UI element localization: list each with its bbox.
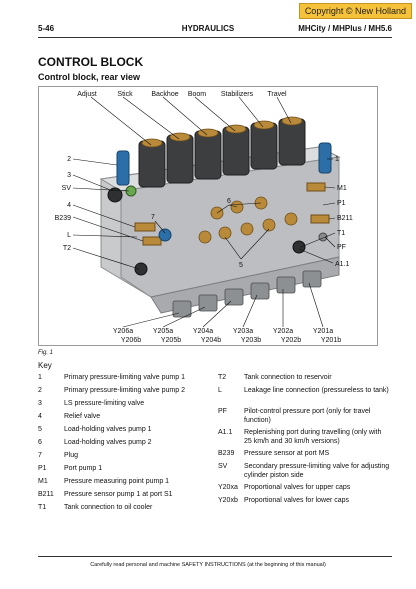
label-pf: PF xyxy=(337,244,346,251)
figure-caption: Fig. 1 xyxy=(38,350,54,356)
label-backhoe: Backhoe xyxy=(151,91,178,98)
label-y202a: Y202a xyxy=(273,328,293,335)
label-4: 4 xyxy=(67,202,71,209)
section-title: HYDRAULICS xyxy=(181,24,235,33)
control-block-illustration: Adjust Stick Backhoe Boom Stabilizers Tr… xyxy=(55,91,353,344)
label-stick: Stick xyxy=(117,91,133,98)
figure-subtitle: Control block, rear view xyxy=(38,72,141,82)
label-3: 3 xyxy=(67,172,71,179)
copyright-badge: Copyright © New Holland xyxy=(298,3,412,19)
right-labels: 1 M1 P1 B211 T1 PF A1.1 xyxy=(335,156,353,268)
label-adjust: Adjust xyxy=(77,91,97,98)
label-t2: T2 xyxy=(63,245,71,252)
model-names: MHCity / MHPlus / MH5.6 xyxy=(298,24,392,33)
label-6: 6 xyxy=(227,198,231,205)
left-labels: 2 3 SV 4 B239 L T2 xyxy=(55,156,72,252)
label-travel: Travel xyxy=(267,91,287,98)
label-boom: Boom xyxy=(188,91,206,98)
footer-safety-note: Carefully read personal and machine SAFE… xyxy=(90,562,326,568)
label-y203a: Y203a xyxy=(233,328,253,335)
label-m1: M1 xyxy=(337,185,347,192)
header-rule xyxy=(38,37,392,38)
label-t1: T1 xyxy=(337,230,345,237)
label-p1: P1 xyxy=(337,200,346,207)
label-5: 5 xyxy=(239,262,243,269)
key-heading: Key xyxy=(38,361,52,370)
label-y202b: Y202b xyxy=(281,337,301,344)
label-y205a: Y205a xyxy=(153,328,173,335)
control-block-figure: Adjust Stick Backhoe Boom Stabilizers Tr… xyxy=(38,86,378,346)
bottom-labels: Y206a Y205a Y204a Y203a Y202a Y201a Y206… xyxy=(113,328,341,344)
label-b211: B211 xyxy=(337,215,353,222)
page-number: 5-46 xyxy=(38,24,55,33)
label-stabilizers: Stabilizers xyxy=(221,91,254,98)
label-b239: B239 xyxy=(55,215,71,222)
label-y201b: Y201b xyxy=(321,337,341,344)
label-sv: SV xyxy=(62,185,72,192)
label-y203b: Y203b xyxy=(241,337,261,344)
label-y204b: Y204b xyxy=(201,337,221,344)
label-2: 2 xyxy=(67,156,71,163)
label-1: 1 xyxy=(335,156,339,163)
label-y206a: Y206a xyxy=(113,328,133,335)
inner-labels: 7 6 5 xyxy=(151,198,243,269)
page-title: CONTROL BLOCK xyxy=(38,55,144,69)
label-y206b: Y206b xyxy=(121,337,141,344)
label-y204a: Y204a xyxy=(193,328,213,335)
label-y201a: Y201a xyxy=(313,328,333,335)
label-y205b: Y205b xyxy=(161,337,181,344)
label-a1-1: A1.1 xyxy=(335,261,350,268)
label-7: 7 xyxy=(151,214,155,221)
top-labels: Adjust Stick Backhoe Boom Stabilizers Tr… xyxy=(77,91,287,98)
footer-rule xyxy=(38,556,392,557)
label-l: L xyxy=(67,232,71,239)
